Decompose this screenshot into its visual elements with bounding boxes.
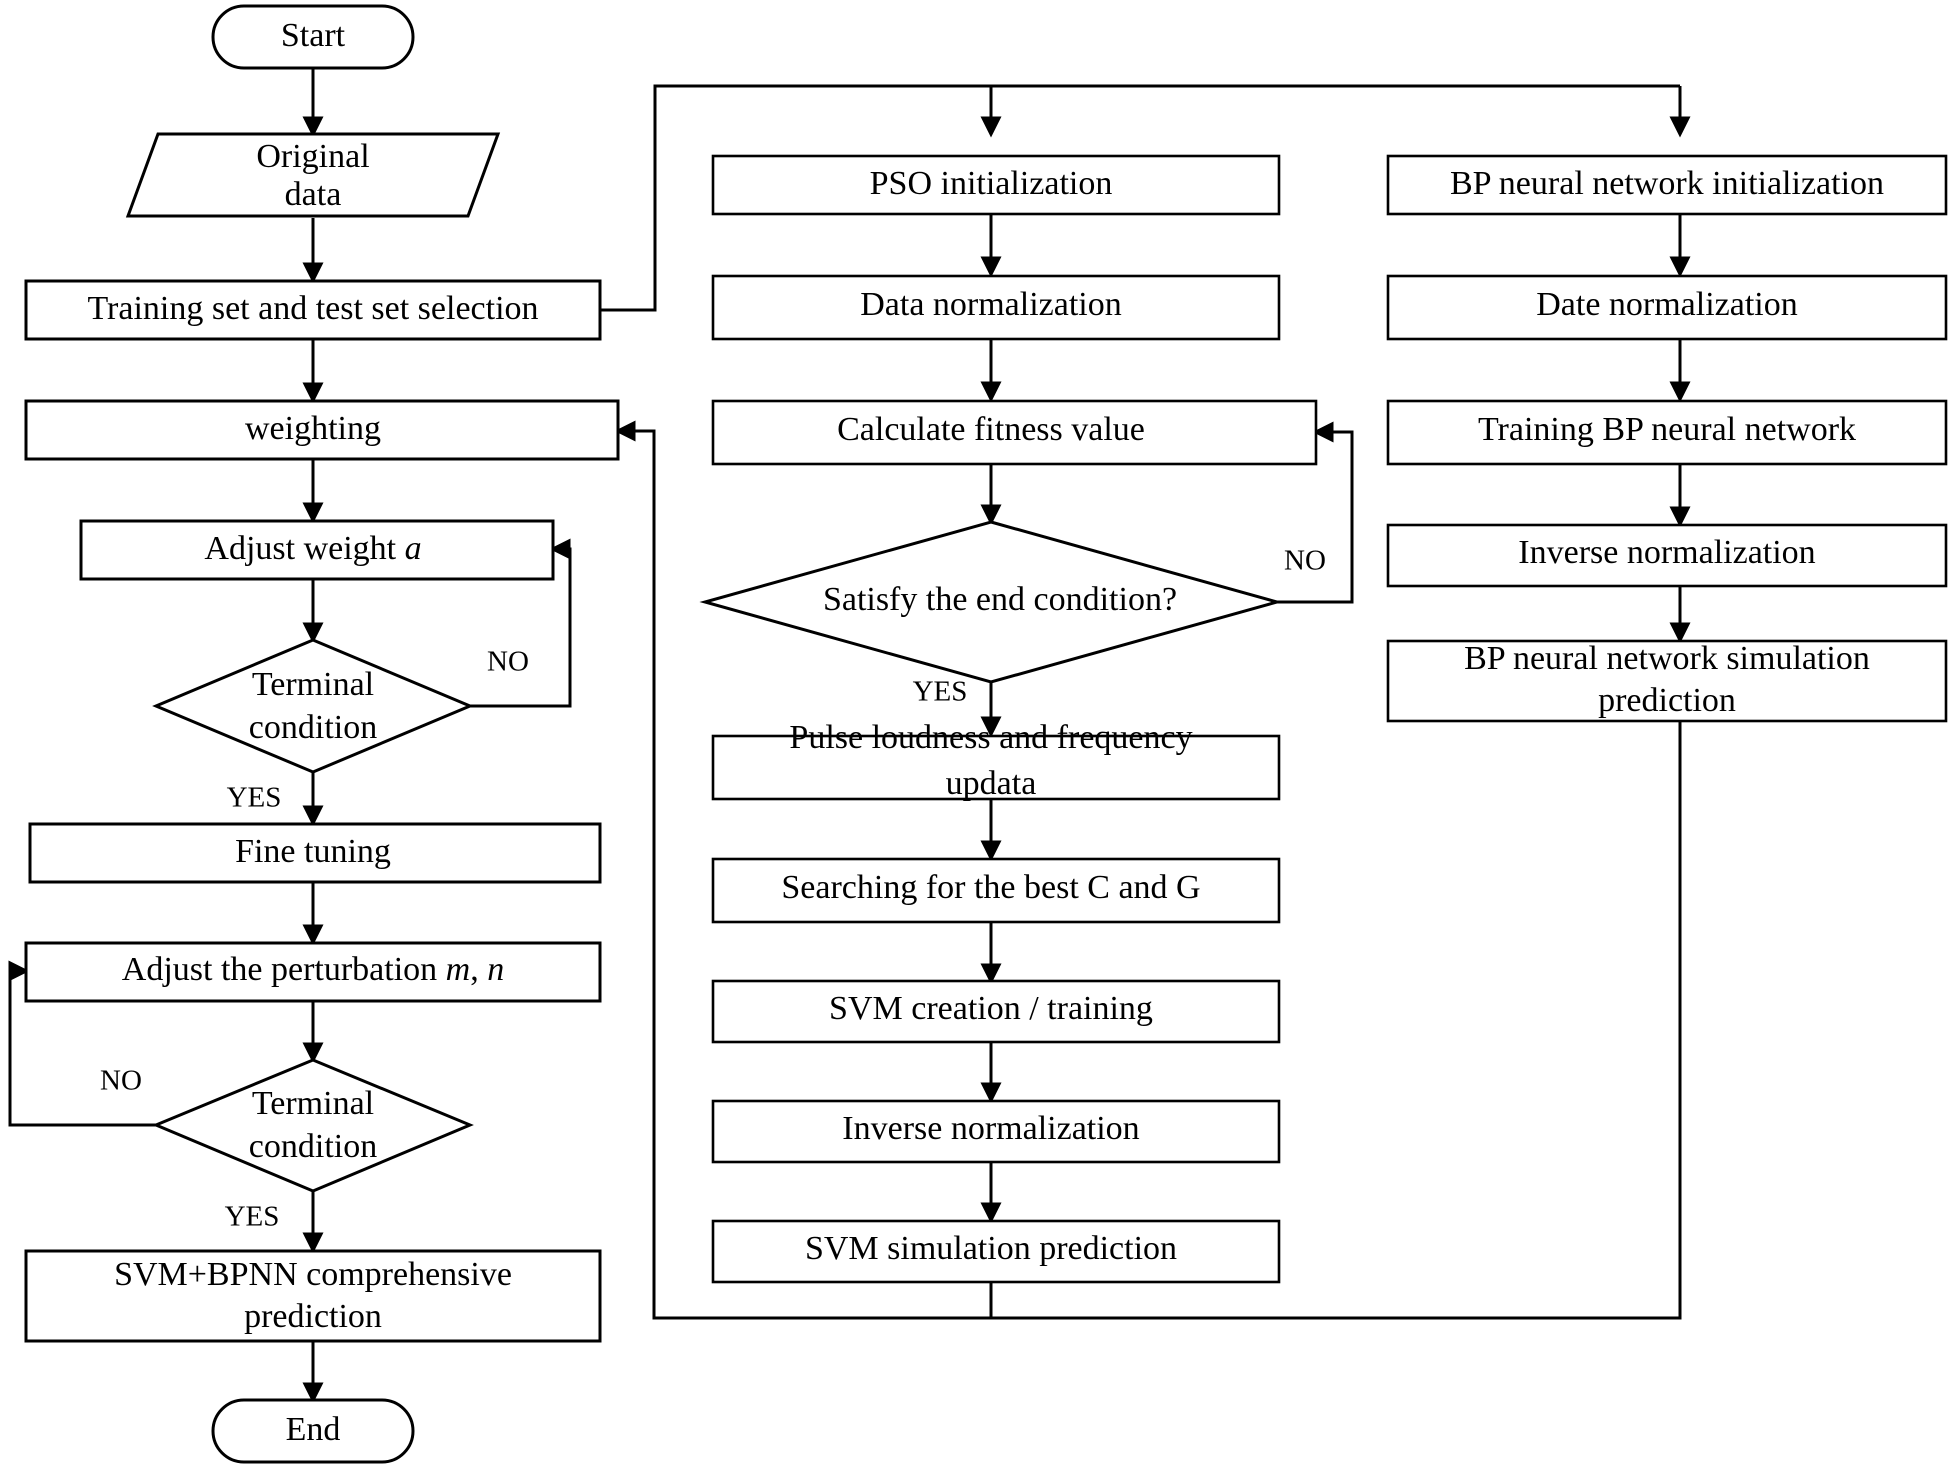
node-satisfy-end-condition-label: Satisfy the end condition? (823, 581, 1177, 618)
node-end-label: End (286, 1411, 341, 1448)
edge-bpsim-to-bottom-rail (991, 721, 1682, 1320)
edge-satisfy-no-loop (1277, 421, 1354, 604)
node-adjust-perturbation-label: Adjust the perturbation m, n (122, 951, 504, 988)
node-satisfy-end-condition[interactable] (699, 520, 1283, 684)
node-svm-creation-label: SVM creation / training (829, 990, 1153, 1027)
node-date-normalization-label: Date normalization (1536, 286, 1798, 323)
edge-label-yes-2: YES (225, 1201, 280, 1233)
node-training-test-selection[interactable] (24, 279, 602, 341)
node-adjust-perturbation[interactable] (24, 941, 602, 1003)
node-end[interactable] (211, 1398, 415, 1464)
node-searching-best[interactable] (711, 857, 1281, 924)
edge-terminal1-no-loop (470, 538, 572, 708)
node-training-bp-label: Training BP neural network (1478, 411, 1856, 448)
node-start[interactable] (211, 4, 415, 70)
node-comprehensive-prediction-label-2: prediction (244, 1298, 382, 1335)
node-svm-simulation-prediction-label: SVM simulation prediction (805, 1230, 1177, 1267)
node-original-data-label-2: data (285, 176, 342, 213)
node-bp-initialization-label: BP neural network initialization (1450, 165, 1884, 202)
node-bp-simulation-prediction-label-2: prediction (1598, 682, 1736, 719)
node-calculate-fitness[interactable] (711, 399, 1318, 466)
node-data-normalization[interactable] (711, 274, 1281, 341)
node-comprehensive-prediction-label-1: SVM+BPNN comprehensive (114, 1256, 512, 1293)
node-terminal-condition-1-label-2: condition (249, 709, 377, 746)
node-pulse-update-label-1: Pulse loudness and frequency (789, 719, 1192, 756)
node-bp-inverse-normalization[interactable] (1386, 523, 1948, 588)
node-fine-tuning-label: Fine tuning (235, 833, 391, 870)
node-adjust-weight-label: Adjust weight a (204, 530, 421, 567)
node-training-test-selection-label: Training set and test set selection (87, 290, 538, 327)
node-bp-inverse-normalization-label: Inverse normalization (1518, 534, 1815, 571)
node-start-label: Start (281, 17, 346, 54)
edge-label-no-mid: NO (1284, 545, 1326, 577)
node-weighting-label: weighting (245, 410, 381, 447)
edge-svmsim-to-weighting (614, 420, 993, 1320)
edge-label-yes-mid: YES (913, 676, 968, 708)
node-pulse-update[interactable] (711, 734, 1281, 801)
node-fine-tuning[interactable] (28, 822, 602, 884)
node-adjust-weight[interactable] (79, 519, 555, 581)
node-searching-best-label: Searching for the best C and G (781, 869, 1200, 906)
node-bp-simulation-prediction-label-1: BP neural network simulation (1464, 640, 1870, 677)
node-date-normalization[interactable] (1386, 274, 1948, 341)
node-svm-inverse-normalization-label: Inverse normalization (842, 1110, 1139, 1147)
edge-label-no-2: NO (100, 1065, 142, 1097)
node-weighting[interactable] (24, 399, 620, 461)
node-terminal-condition-2-label-1: Terminal (252, 1085, 374, 1122)
node-terminal-condition-2-label-2: condition (249, 1128, 377, 1165)
node-pso-initialization-label: PSO initialization (870, 165, 1113, 202)
edge-label-no-1: NO (487, 646, 529, 678)
node-svm-creation[interactable] (711, 979, 1281, 1044)
edge-terminal2-no-loop (8, 960, 156, 1127)
edge-label-yes-1: YES (227, 782, 282, 814)
node-svm-inverse-normalization[interactable] (711, 1099, 1281, 1164)
node-calculate-fitness-label: Calculate fitness value (837, 411, 1145, 448)
node-terminal-condition-1[interactable] (152, 638, 474, 774)
node-bp-simulation-prediction[interactable] (1386, 639, 1948, 723)
node-svm-simulation-prediction[interactable] (711, 1219, 1281, 1284)
node-comprehensive-prediction[interactable] (24, 1249, 602, 1343)
node-pulse-update-label-2: updata (946, 765, 1037, 802)
node-terminal-condition-1-label-1: Terminal (252, 666, 374, 703)
node-training-bp[interactable] (1386, 399, 1948, 466)
node-original-data[interactable] (125, 132, 501, 218)
node-terminal-condition-2[interactable] (152, 1058, 474, 1193)
node-pso-initialization[interactable] (711, 154, 1281, 216)
node-original-data-label-1: Original (256, 138, 369, 175)
node-bp-initialization[interactable] (1386, 154, 1948, 216)
node-data-normalization-label: Data normalization (860, 286, 1122, 323)
